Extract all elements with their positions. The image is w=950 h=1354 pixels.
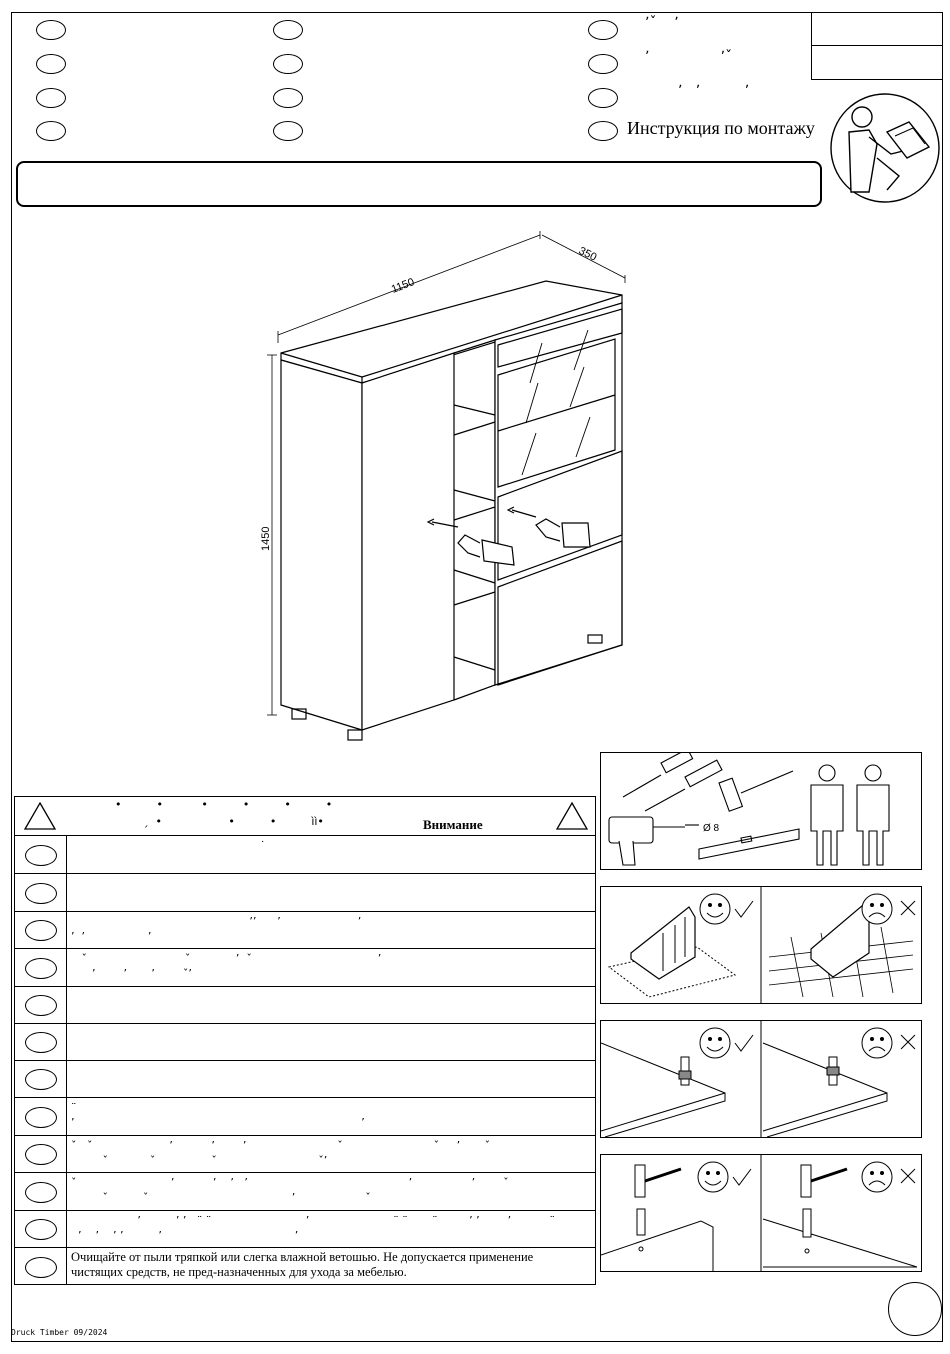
language-oval (36, 88, 66, 108)
check-icon (734, 1034, 754, 1052)
check-icon (732, 1168, 752, 1186)
care-instruction-line: чистящих средств, не пред-назначенных дл… (71, 1265, 407, 1279)
person-icon (810, 764, 844, 866)
language-oval (588, 121, 618, 141)
language-oval (273, 54, 303, 74)
article-code-box (811, 12, 943, 80)
language-oval (36, 20, 66, 40)
language-oval (36, 54, 66, 74)
person-icon (856, 764, 890, 866)
language-oval (25, 1181, 57, 1203)
language-oval (25, 882, 57, 904)
language-oval (25, 1106, 57, 1128)
language-oval (25, 844, 57, 866)
language-oval (273, 20, 303, 40)
smiley-sad-icon (861, 1161, 893, 1193)
language-oval (25, 1219, 57, 1240)
warning-triangle-icon (555, 801, 589, 830)
header-fragment: ʼ ʼˇ (645, 49, 733, 65)
cross-icon (900, 1034, 916, 1050)
warning-dots: • • • • • • (115, 798, 333, 811)
instruction-reader-icon (830, 93, 940, 203)
print-code: Druck Timber 09/2024 (11, 1328, 108, 1337)
language-oval (25, 995, 57, 1016)
warning-row (15, 986, 595, 1023)
floor-placement-panel (600, 886, 922, 1004)
smiley-happy-icon (697, 1161, 729, 1193)
warning-row: ¨ʼ ʼ (15, 1097, 595, 1135)
smiley-happy-icon (699, 1027, 731, 1059)
warning-row (15, 1060, 595, 1097)
warning-dots: ˏ • • • ìì• (143, 815, 324, 828)
warning-row: ˇ ˇ ʼ ˇ ʼ ʼ ʼ ʼ ˇʼ (15, 948, 595, 986)
language-oval (36, 121, 66, 141)
care-instruction-line: Очищайте от пыли тряпкой или слегка влаж… (71, 1250, 534, 1264)
drill-icon: Ø 8 (608, 816, 720, 866)
language-oval (25, 1256, 57, 1278)
page-frame (11, 12, 943, 1342)
header-fragment: ʼˇ ʼ (645, 15, 679, 31)
warning-row (15, 873, 595, 911)
page-number-circle (888, 1282, 942, 1336)
language-oval (273, 121, 303, 141)
warning-row: ˇ ˇ ʼ ʼ ʼ ˇ ˇ ʼ ˇ ˇ ˇ ˇ ˇʼ (15, 1135, 595, 1172)
language-oval (588, 54, 618, 74)
warning-triangle-icon (23, 801, 57, 830)
cross-icon (900, 1168, 916, 1184)
connector-panel (600, 1020, 922, 1138)
hammer-icon (718, 770, 794, 812)
screwdriver-icon (622, 748, 694, 798)
tools-panel: Ø 8 (600, 748, 922, 870)
screwdriver-icon (644, 759, 723, 812)
warning-row: Очищайте от пыли тряпкой или слегка влаж… (15, 1247, 595, 1285)
warning-row (15, 1023, 595, 1060)
page-title: Инструкция по монтажу (627, 118, 815, 138)
dowel-panel (600, 1154, 922, 1272)
language-oval (25, 957, 57, 979)
warning-row: ˇ ʼ ʼ ʼ ʼ ʼ ʼ ˇ ˇ ˇ ʼ (15, 1172, 595, 1210)
smiley-sad-icon (861, 893, 893, 925)
warning-row: ˙ (15, 835, 595, 873)
product-title-bar (16, 161, 822, 207)
cross-icon (900, 900, 916, 916)
smiley-happy-icon (699, 893, 731, 925)
push-hand-icon (506, 506, 591, 548)
warning-table: • • • • • • ˏ • • • ìì• Внимание ˙ (14, 796, 596, 1285)
language-oval (25, 1032, 57, 1053)
language-oval (25, 1144, 57, 1165)
language-oval (273, 88, 303, 108)
push-hand-icon (426, 518, 515, 566)
level-icon (698, 828, 800, 860)
warning-header: • • • • • • ˏ • • • ìì• Внимание (15, 797, 595, 835)
smiley-sad-icon (861, 1027, 893, 1059)
language-oval (588, 88, 618, 108)
cabinet-drawing: 1150 350 1450 (260, 231, 626, 741)
attention-label: Внимание (423, 817, 483, 832)
warning-row: ʼ ʼ ʼ ¨ ¨ ʼ ¨ ¨ ¨ ʼ ʼ ʼ ¨ ʼ ʼ ʼ ʼ ʼ ʼ (15, 1210, 595, 1247)
dimension-height: 1450 (260, 527, 272, 551)
header-fragment: ʼ ʼ ʼ (678, 83, 750, 99)
svg-text:Ø 8: Ø 8 (703, 823, 720, 834)
dimension-width: 1150 (390, 276, 416, 296)
dimension-depth: 350 (577, 245, 599, 264)
language-oval (25, 920, 57, 941)
language-oval (25, 1069, 57, 1090)
language-oval (588, 20, 618, 40)
check-icon (734, 900, 754, 918)
